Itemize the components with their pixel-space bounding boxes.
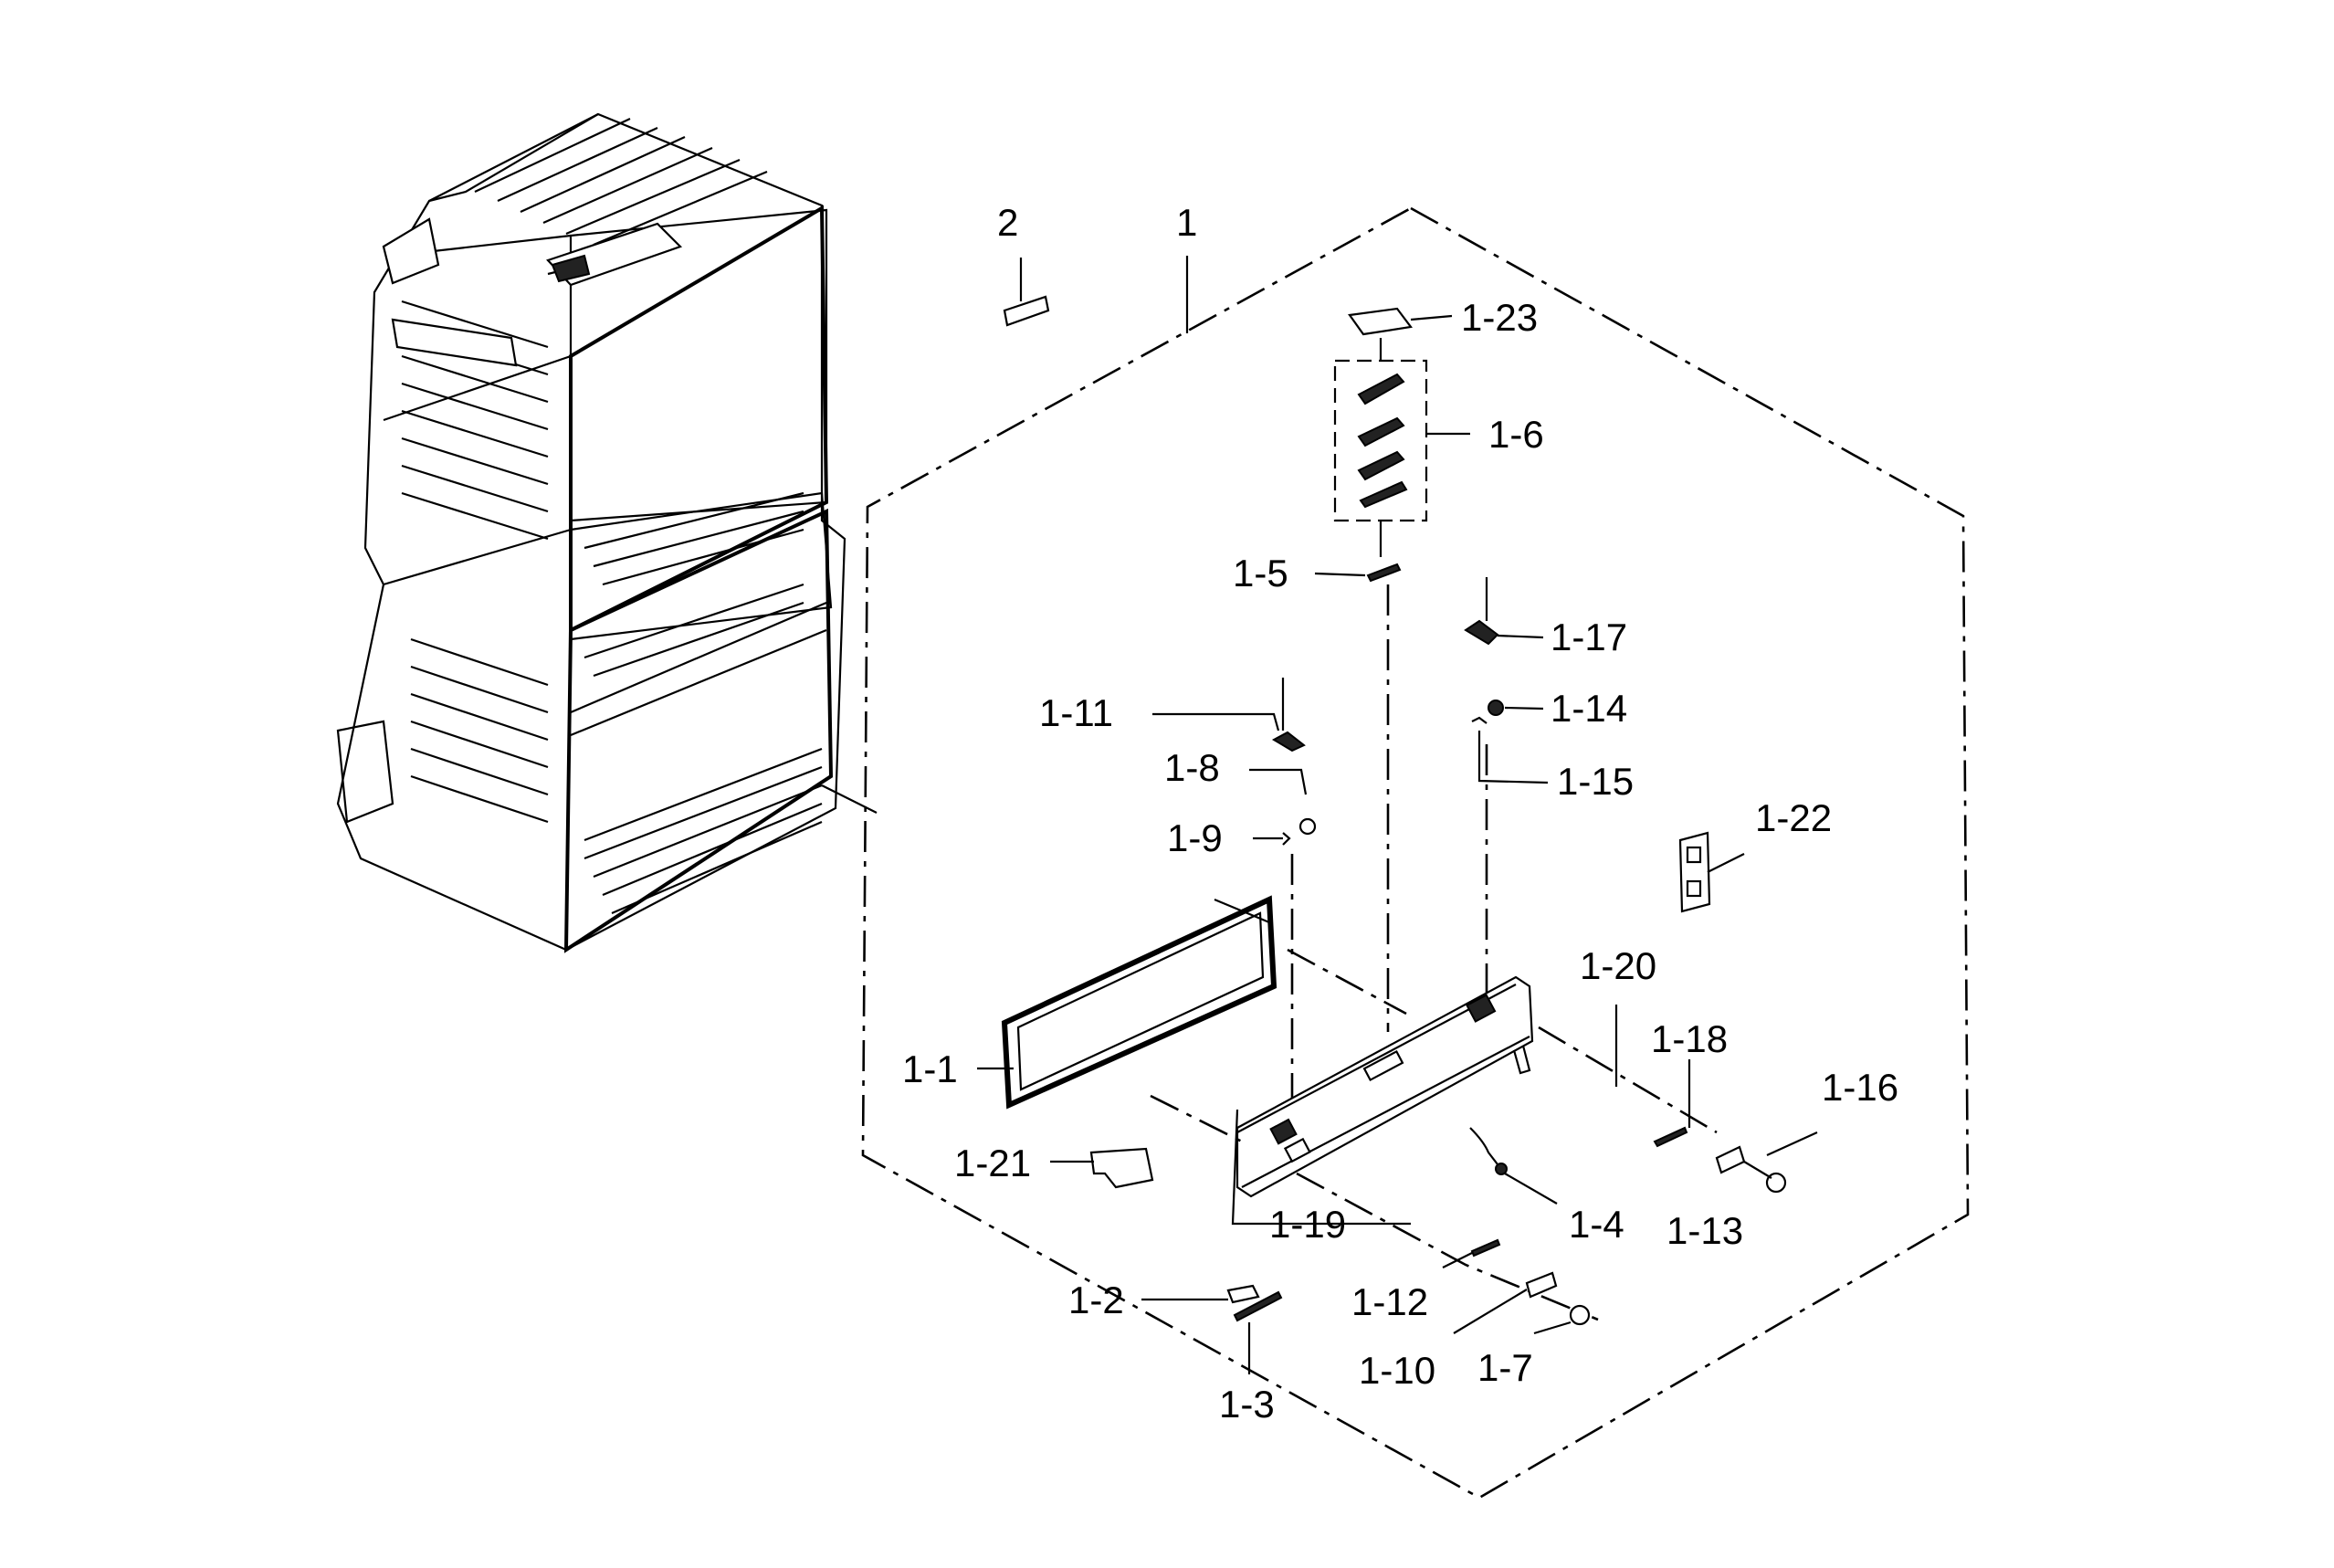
callout-1-8: 1-8 — [1164, 746, 1220, 789]
door-cover-assembly — [1150, 948, 1718, 1321]
parts-1-2-1-3 — [1141, 1284, 1283, 1374]
parts-1-20-1-18-1-16-1-13 — [1614, 1005, 1818, 1194]
callout-1-17: 1-17 — [1551, 616, 1627, 658]
part-1-22-hinge — [1678, 831, 1745, 913]
parts-1-17-1-14-1-15 — [1464, 577, 1549, 1005]
callout-1-7: 1-7 — [1477, 1346, 1533, 1389]
callout-1-5: 1-5 — [1233, 552, 1288, 595]
callout-1-3: 1-3 — [1219, 1383, 1275, 1426]
parts-1-11-1-8-1-9 — [1152, 678, 1317, 1114]
callout-1-23: 1-23 — [1461, 296, 1538, 339]
part-1-21-bracket — [1050, 1147, 1154, 1189]
part-1-5 — [1366, 563, 1402, 583]
callout-1-6: 1-6 — [1488, 413, 1544, 456]
callout-1-18: 1-18 — [1651, 1017, 1728, 1060]
part-1-6-group — [1333, 338, 1470, 557]
callout-2: 2 — [997, 201, 1018, 244]
leader-1-23 — [1410, 314, 1453, 321]
callout-1-14: 1-14 — [1551, 687, 1627, 730]
assembly-1-boundary — [861, 206, 1970, 1500]
callout-1-4: 1-4 — [1569, 1203, 1624, 1246]
part-1-23 — [1348, 307, 1413, 336]
callout-1-13: 1-13 — [1666, 1209, 1743, 1252]
refrigerator-cabinet — [336, 112, 878, 953]
callout-1-19: 1-19 — [1269, 1203, 1346, 1246]
callout-1: 1 — [1176, 201, 1197, 244]
callout-1-9: 1-9 — [1167, 816, 1223, 859]
leader-1-5 — [1314, 572, 1366, 577]
callout-1-22: 1-22 — [1755, 796, 1832, 839]
part-2-bracket — [1003, 258, 1050, 327]
callout-1-16: 1-16 — [1822, 1066, 1898, 1109]
part-1-1-gasket — [977, 895, 1277, 1110]
callout-1-12: 1-12 — [1351, 1280, 1428, 1323]
callout-1-20: 1-20 — [1580, 944, 1656, 987]
parts-1-12-1-10-1-7 — [1442, 1238, 1591, 1335]
callout-1-21: 1-21 — [954, 1142, 1031, 1184]
part-1-4-wire — [1469, 1127, 1558, 1205]
callout-1-10: 1-10 — [1359, 1349, 1435, 1392]
callout-1-15: 1-15 — [1557, 760, 1634, 803]
callout-1-1: 1-1 — [902, 1047, 958, 1090]
callout-1-2: 1-2 — [1068, 1279, 1124, 1321]
callout-1-11: 1-11 — [1039, 691, 1113, 734]
